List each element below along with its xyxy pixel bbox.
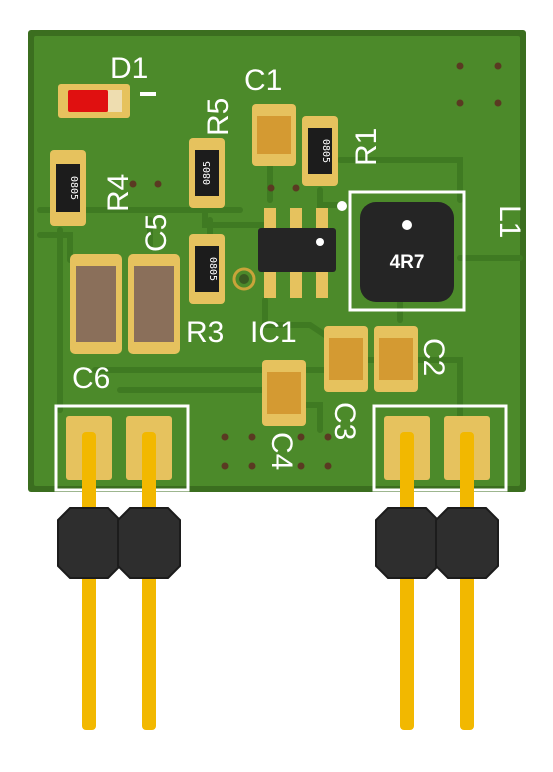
large-via (232, 267, 256, 291)
resistor-r5: 0805 (189, 138, 225, 208)
label-r1: R1 (350, 128, 383, 166)
vias (129, 62, 502, 470)
capacitor-c6 (70, 254, 122, 354)
label-c6: C6 (72, 362, 110, 395)
header-right-outline (372, 404, 508, 492)
capacitor-c1 (252, 104, 296, 166)
capacitor-c3 (324, 326, 368, 392)
label-r5: R5 (202, 98, 235, 136)
resistor-r4: 0805 (50, 150, 86, 226)
capacitor-c4 (262, 360, 306, 426)
label-c1: C1 (244, 64, 282, 97)
resistor-r1: 0805 (302, 116, 338, 186)
label-c2: C2 (417, 338, 450, 376)
inductor-l1: 4R7 (348, 190, 466, 312)
resistor-r3: 0805 (189, 234, 225, 304)
header-pins (82, 432, 474, 730)
r5-code: 0805 (202, 161, 213, 185)
r3-code: 0805 (207, 257, 218, 281)
r1-code: 0805 (320, 139, 331, 163)
label-r3: R3 (186, 316, 224, 349)
label-c3: C3 (328, 402, 361, 440)
label-r4: R4 (102, 174, 135, 212)
label-c5: C5 (140, 214, 173, 252)
label-ic1: IC1 (250, 316, 297, 349)
header-left-outline (54, 404, 190, 492)
capacitor-c2 (374, 326, 418, 392)
header-blocks (57, 507, 499, 579)
label-c4: C4 (265, 432, 298, 470)
l1-marking: 4R7 (390, 252, 425, 273)
ic-ic1 (258, 201, 347, 298)
capacitor-c5 (128, 254, 180, 354)
r4-code: 0805 (68, 176, 79, 200)
label-l1: L1 (493, 205, 526, 238)
copper-traces (37, 157, 523, 433)
label-d1: D1 (110, 52, 148, 85)
led-d1 (58, 84, 156, 118)
